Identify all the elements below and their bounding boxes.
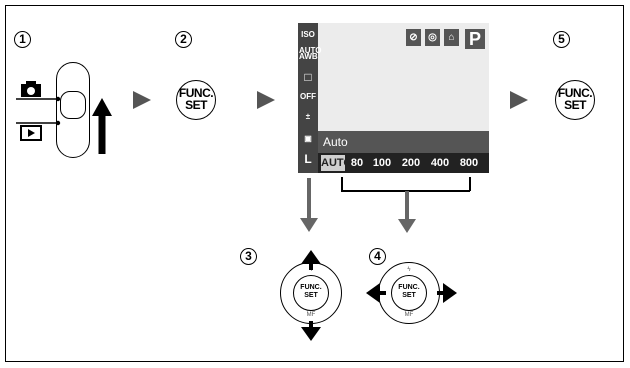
arrow-right-icon — [510, 91, 528, 109]
shooting-mode-indicator: P — [465, 29, 485, 49]
iso-option-400[interactable]: 400 — [430, 157, 450, 169]
white-balance-icon[interactable]: AWB — [299, 52, 318, 61]
macro-icon: ⌂ — [444, 29, 459, 46]
flash-icon: ϟ — [407, 267, 411, 273]
step-number-1: 1 — [14, 31, 31, 48]
arrow-up-icon — [301, 250, 321, 270]
iso-options-bar: AUTO 80 100 200 400 800 — [318, 153, 489, 173]
step-number-2: 2 — [175, 31, 192, 48]
metering-mode-icon: ◎ — [425, 29, 440, 46]
iso-option-100[interactable]: 100 — [372, 157, 392, 169]
iso-option-auto[interactable]: AUTO — [321, 155, 352, 171]
playback-icon — [20, 125, 42, 141]
bracket-left — [341, 177, 343, 191]
arrow-left-icon — [366, 283, 386, 303]
arrow-down-shaft — [307, 178, 311, 220]
arrow-right-icon — [257, 91, 275, 109]
step-number-5: 5 — [553, 31, 570, 48]
arrow-right-icon — [437, 283, 457, 303]
set-label: SET — [564, 98, 586, 112]
diagram-frame — [5, 5, 624, 362]
arrow-down-icon — [301, 321, 321, 341]
bracket-bottom — [341, 190, 470, 192]
lcd-screen: ISO AUTO AWB □ OFF ± ▣ L ⊘ ◎ ⌂ P Auto AU… — [298, 23, 489, 173]
step-number-3: 3 — [240, 248, 257, 265]
control-dial-left-right[interactable]: ϟ FUNC. SET MF — [378, 262, 440, 324]
metering-icon[interactable]: ▣ — [304, 134, 312, 143]
iso-menu-icon[interactable]: ISO AUTO — [299, 30, 322, 55]
manual-focus-label: MF — [404, 312, 414, 318]
arrow-up-icon — [92, 98, 112, 154]
drive-mode-icon[interactable]: □ — [304, 70, 312, 84]
func-set-button[interactable]: FUNC. SET — [555, 80, 595, 120]
func-set-center-button[interactable]: FUNC. SET — [293, 275, 329, 311]
iso-option-200[interactable]: 200 — [401, 157, 421, 169]
flash-exposure-icon[interactable]: ± — [305, 112, 311, 121]
arrow-right-icon — [133, 91, 151, 109]
my-colors-off-icon[interactable]: OFF — [300, 92, 316, 101]
manual-focus-label: MF — [306, 312, 316, 318]
control-dial-up-down[interactable]: ϟ FUNC. SET MF — [280, 262, 342, 324]
arrow-down-icon — [300, 218, 318, 232]
selected-setting-label: Auto — [323, 135, 348, 149]
set-label: SET — [185, 98, 207, 112]
bracket-right — [469, 177, 471, 191]
flash-off-icon: ⊘ — [406, 29, 421, 46]
func-label: FUNC. — [557, 86, 593, 100]
func-label: FUNC. — [178, 86, 214, 100]
camera-icon — [21, 81, 41, 97]
func-set-center-button[interactable]: FUNC. SET — [391, 275, 427, 311]
arrow-down-shaft — [405, 191, 409, 221]
flash-icon: ϟ — [309, 267, 313, 273]
set-label: SET — [402, 292, 416, 299]
iso-option-80[interactable]: 80 — [350, 157, 364, 169]
image-size-icon[interactable]: L — [304, 152, 312, 166]
step-number-4: 4 — [369, 248, 386, 265]
arrow-down-icon — [398, 219, 416, 233]
iso-option-800[interactable]: 800 — [459, 157, 479, 169]
func-label: FUNC. — [398, 284, 420, 291]
set-label: SET — [304, 292, 318, 299]
func-set-button[interactable]: FUNC. SET — [176, 80, 216, 120]
function-menu-column: ISO AUTO AWB □ OFF ± ▣ L — [298, 23, 322, 173]
func-label: FUNC. — [300, 284, 322, 291]
switch-body[interactable] — [56, 62, 90, 158]
iso-info-panel — [318, 131, 489, 153]
switch-knob[interactable] — [60, 91, 86, 119]
